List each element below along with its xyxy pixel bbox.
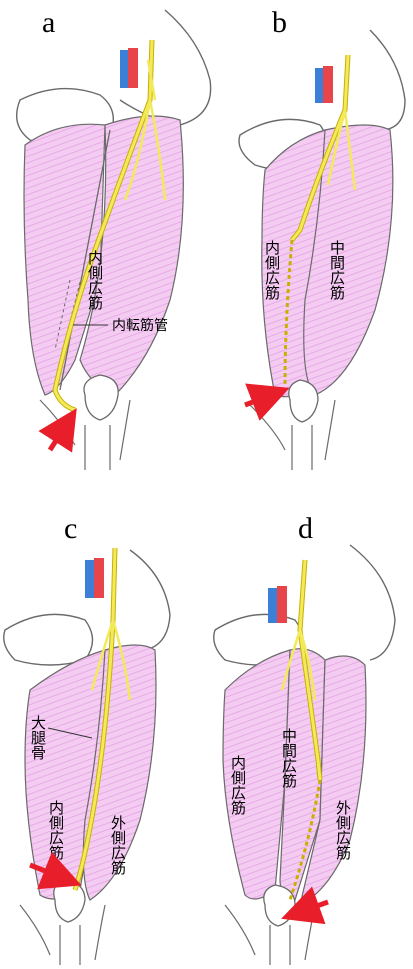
panel-letter-c: c <box>64 512 77 545</box>
femoral-artery <box>323 66 333 103</box>
label-vastus-medialis: 内側広筋 <box>263 240 281 301</box>
femoral-artery <box>128 48 138 88</box>
label-adductor-canal: 内転筋管 <box>112 317 168 334</box>
label-vastus-intermedius: 中間広筋 <box>280 728 298 789</box>
pelvis-outline <box>130 550 170 650</box>
panel-c: c 大腿骨 内側広筋 外側広筋 <box>4 512 170 965</box>
patella <box>84 375 118 420</box>
label-vastus-medialis: 内側広筋 <box>86 250 104 311</box>
femoral-vein <box>268 588 277 623</box>
label-vastus-intermedius: 中間広筋 <box>328 240 346 301</box>
knee-structure <box>40 400 130 470</box>
panel-d: d 内側広筋 中間広筋 外側広筋 <box>214 512 395 965</box>
pelvis-outline <box>350 545 395 660</box>
femoral-vein <box>315 68 323 103</box>
patella <box>264 885 295 926</box>
label-vastus-medialis: 内側広筋 <box>229 755 247 816</box>
pelvis-outline <box>370 30 405 130</box>
label-vastus-lateralis: 外側広筋 <box>334 800 352 861</box>
pelvis-ring <box>4 614 93 665</box>
patella <box>54 880 85 922</box>
panel-a: a 内側広筋 内転筋管 <box>17 6 211 470</box>
femoral-vein <box>85 560 94 598</box>
arrow-indicator <box>50 425 66 450</box>
panel-letter-b: b <box>272 6 287 39</box>
femoral-artery <box>277 586 287 623</box>
femoral-artery <box>94 558 104 598</box>
label-femur: 大腿骨 <box>29 715 47 760</box>
patella <box>289 380 318 422</box>
panel-letter-a: a <box>42 6 55 39</box>
femoral-vein <box>120 50 128 88</box>
label-vastus-lateralis: 外側広筋 <box>109 815 127 876</box>
panel-b: b 内側広筋 中間広筋 <box>239 6 405 470</box>
arrow-indicator <box>245 395 271 405</box>
panel-letter-d: d <box>298 512 313 545</box>
label-vastus-medialis: 内側広筋 <box>47 800 65 861</box>
